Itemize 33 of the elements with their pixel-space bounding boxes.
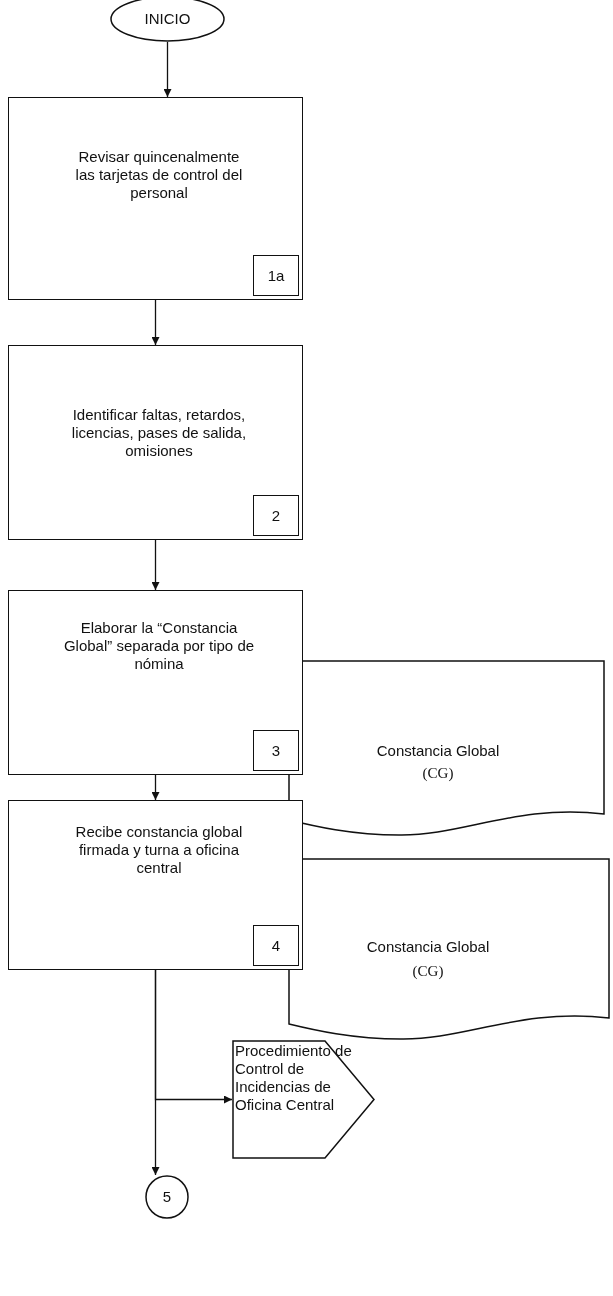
step-text: Identificar faltas, retardos, licencias, pases de salida, omisiones	[70, 406, 248, 460]
step-number: 2	[271, 507, 281, 524]
process-box	[8, 590, 303, 775]
document-shape	[288, 858, 610, 1042]
step-text: Constancia Global	[365, 938, 491, 956]
arrow	[151, 539, 160, 591]
process-box	[8, 345, 303, 540]
step-number-box	[253, 925, 299, 966]
step-number: 1a	[267, 267, 285, 284]
step-text: Elaborar la “Constancia Global” separada por tipo de nómina	[62, 619, 256, 673]
arrow	[151, 299, 160, 346]
document-code: (CG)	[411, 962, 445, 980]
connector-circle	[145, 1175, 189, 1219]
process-box	[8, 800, 303, 970]
document-shape	[288, 660, 605, 838]
arrow	[151, 774, 160, 801]
step-text: Revisar quincenalmente las tarjetas de control del personal	[74, 148, 244, 202]
process-box	[8, 97, 303, 300]
step-text: Procedimiento de Control de Incidencias de Oficina Central	[235, 1042, 353, 1114]
off-page-connector	[232, 1040, 375, 1159]
step-text: Constancia Global	[375, 742, 501, 760]
step-number-box	[253, 255, 299, 296]
arrow	[151, 969, 160, 1176]
step-number: 3	[271, 742, 281, 759]
document-code: (CG)	[421, 764, 455, 782]
step-number-box	[253, 495, 299, 536]
step-text: Recibe constancia global firmada y turna a oficina central	[74, 823, 244, 877]
connector-label: INICIO	[143, 10, 192, 28]
arrow	[163, 41, 172, 98]
step-number: 4	[271, 937, 281, 954]
connector-label: 5	[161, 1188, 173, 1206]
start-terminal	[110, 0, 225, 42]
step-number-box	[253, 730, 299, 771]
